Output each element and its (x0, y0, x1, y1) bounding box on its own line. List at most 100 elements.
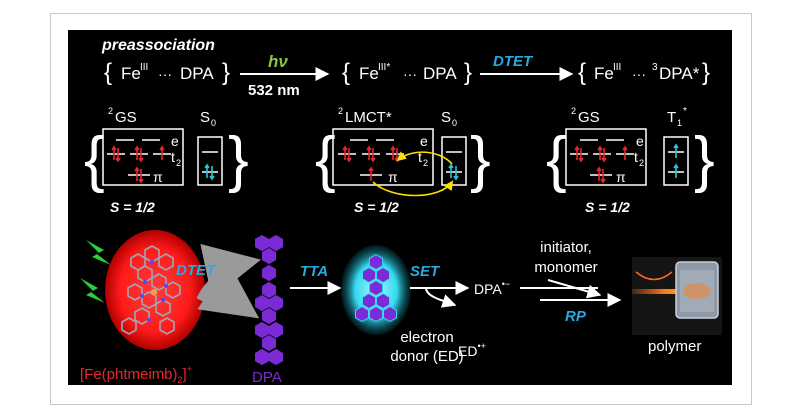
fe-oxidation: III* (378, 62, 390, 73)
orbital-e: e (636, 133, 644, 149)
dots: ··· (403, 66, 417, 82)
spin-label: S = 1/2 (110, 199, 155, 215)
dpa-ring (255, 321, 269, 339)
state-diagram-2: { 2 LMCT* S 0 e t 2 π } S = 1/2 (315, 106, 491, 215)
rp-label: RP (565, 308, 587, 325)
dpa-state-label: T (667, 109, 676, 126)
orbital-e: e (420, 133, 428, 149)
state-multiplicity: 2 (571, 106, 576, 116)
orbital-t: t (171, 149, 175, 165)
brace-close: } (464, 59, 472, 86)
preassociation-label: preassociation (101, 37, 215, 54)
dpa-ring (262, 307, 276, 325)
dpa-label: DPA* (659, 64, 700, 83)
initiator-line2: monomer (534, 259, 597, 276)
dpa-label: DPA (180, 64, 214, 83)
dots: ··· (158, 66, 172, 82)
dpa-orbital-box (197, 136, 223, 186)
fe-orbital-box (565, 128, 647, 186)
brace-open: { (104, 59, 112, 86)
hv-label: hν (268, 52, 288, 71)
excited-dpa-ring (355, 305, 369, 323)
orbital-t: t (634, 149, 638, 165)
lightning-icon-1 (86, 240, 111, 265)
tta-label: TTA (300, 263, 328, 280)
ed-radical-label: ED•+ (458, 341, 486, 359)
dtet-top-label: DTET (493, 53, 534, 70)
dpa-ring (269, 321, 283, 339)
state-label: GS (115, 109, 137, 126)
spin-label: S = 1/2 (354, 199, 399, 215)
lightning-icon-2 (80, 278, 105, 303)
electron-donor-line1: electron (400, 329, 453, 346)
spin-label: S = 1/2 (585, 199, 630, 215)
big-brace-open: { (84, 125, 105, 194)
dpa-ring (262, 264, 276, 282)
excited-dpa-ring (376, 292, 390, 310)
dpa-state-sub: 0 (452, 118, 457, 128)
state-multiplicity: 2 (338, 106, 343, 116)
excited-dpa-ring (383, 305, 397, 323)
electron-donor-line2: donor (ED) (390, 348, 463, 365)
set-label: SET (410, 263, 441, 280)
orbital-pi: π (616, 169, 626, 185)
dpa-state-sub: 0 (211, 118, 216, 128)
fe-label: Fe (594, 64, 614, 83)
dots: ··· (632, 66, 646, 82)
orbital-t-sub: 2 (639, 158, 644, 168)
dtet-bottom-label: DTET (176, 262, 217, 279)
electron-arrows (342, 145, 400, 181)
state-1-species: { Fe III ··· DPA } (104, 59, 230, 86)
dpa-ring (255, 294, 269, 312)
ed-oxidation-arrow (425, 287, 457, 308)
electron-arrows (111, 145, 165, 184)
dpa-label: DPA (423, 64, 457, 83)
orbital-e: e (171, 133, 179, 149)
big-brace-close: } (694, 125, 715, 194)
excited-dpa-ring (376, 266, 390, 284)
big-brace-open: { (546, 125, 567, 194)
excited-dpa-ring (369, 279, 383, 297)
fe-orbital-box (102, 128, 184, 186)
brace-open: { (342, 59, 350, 86)
state-label: LMCT* (345, 109, 392, 126)
big-brace-close: } (470, 125, 491, 194)
dpa-ring (262, 281, 276, 299)
initiator-line1: initiator, (540, 239, 592, 256)
polymer-label: polymer (648, 338, 701, 355)
dpa-molecule (255, 234, 283, 366)
excited-dpa-ring (369, 253, 383, 271)
wavelength-label: 532 nm (248, 82, 300, 99)
dpa-orbital-box (663, 136, 689, 186)
big-brace-close: } (228, 125, 249, 194)
dpa-ring (269, 348, 283, 366)
big-brace-open: { (315, 125, 336, 194)
fe-complex-molecule (105, 230, 205, 350)
dpa-label-bottom: DPA (252, 369, 282, 386)
dtet-arrow-down (197, 263, 260, 319)
excited-dpa-ring (369, 305, 383, 323)
orbital-pi: π (388, 169, 398, 185)
orbital-t: t (418, 149, 422, 165)
triplet-superscript: 3 (652, 62, 658, 73)
brace-open: { (578, 59, 586, 86)
dpa-state-sub: 1 (677, 118, 682, 128)
state-label: GS (578, 109, 600, 126)
orbital-t-sub: 2 (423, 158, 428, 168)
state-diagram-1: { 2 GS S 0 e t 2 π } S = 1/2 (84, 106, 249, 215)
dpa-radical-label: DPA•− (474, 279, 510, 297)
dpa-state-star: * (683, 106, 687, 117)
dpa-ring (269, 234, 283, 252)
rp-arrow (547, 279, 602, 299)
excited-dpa-molecule (341, 245, 411, 335)
transfer-arrow-1 (396, 151, 453, 165)
orbital-t-sub: 2 (176, 158, 181, 168)
state-multiplicity: 2 (108, 106, 113, 116)
dpa-ring (255, 234, 269, 252)
dpa-ring (255, 348, 269, 366)
state-3-species: { Fe III ··· 3 DPA* } (578, 59, 710, 86)
fe-label: Fe (359, 64, 379, 83)
fe-oxidation: III (613, 62, 621, 73)
fe-orbital-box (332, 128, 434, 186)
